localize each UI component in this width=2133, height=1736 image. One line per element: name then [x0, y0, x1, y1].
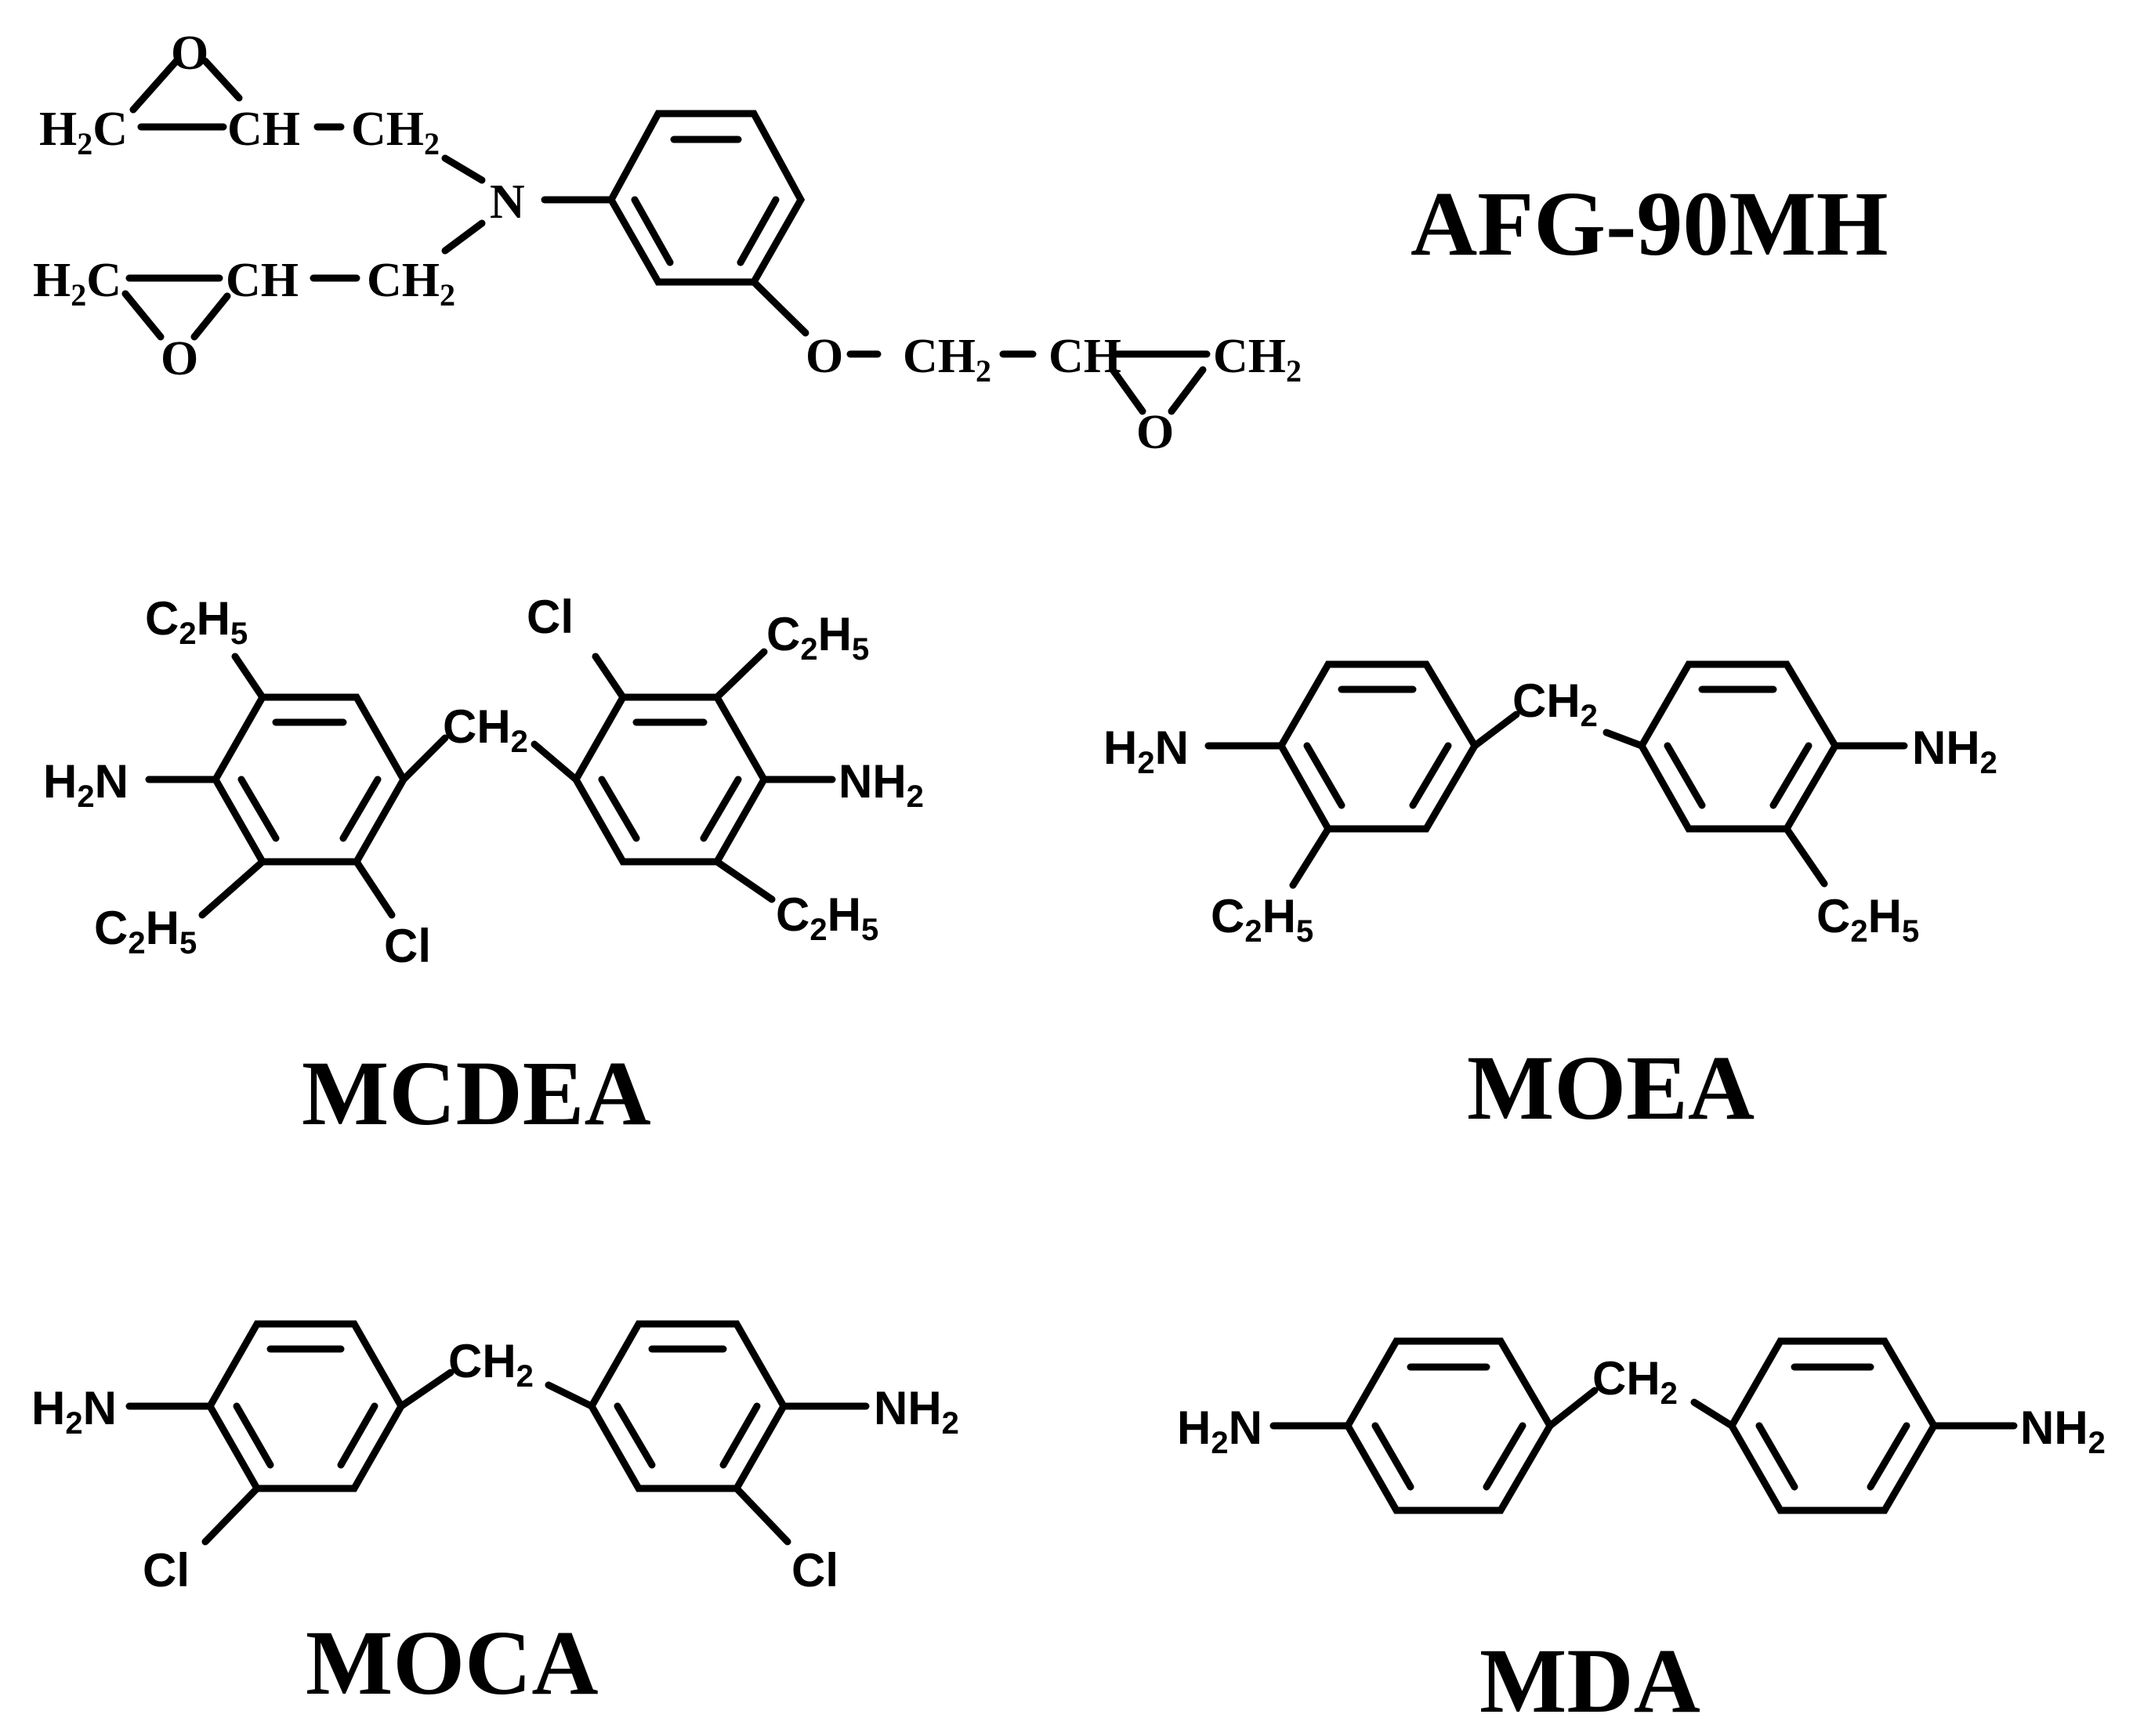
bond [353, 858, 396, 919]
atom-h2c: H2C [39, 103, 128, 161]
moea-structure: H2N CH2 NH2 C2H5 C2H5 [1103, 660, 1997, 949]
bond [201, 1485, 261, 1546]
bond [713, 648, 768, 701]
bond [1769, 742, 1813, 809]
bond [631, 196, 674, 266]
atom-ch: CH [226, 254, 299, 307]
bond [1546, 1387, 1599, 1430]
bond [1483, 1422, 1526, 1491]
bond [1867, 1422, 1910, 1491]
atom-ch2: CH2 [903, 330, 991, 389]
moca-structure: H2N CH2 NH2 Cl Cl [31, 1320, 959, 1597]
atom-cl: Cl [791, 1544, 838, 1597]
atom-ch: CH [227, 103, 300, 156]
bond [231, 653, 266, 701]
group-ch2: CH2 [448, 1335, 534, 1394]
bond [198, 858, 266, 919]
bond [1371, 1422, 1414, 1491]
group-nh2: NH2 [874, 1382, 959, 1441]
group-nh2: NH2 [2020, 1401, 2106, 1460]
bond [121, 290, 165, 341]
bond [1471, 711, 1520, 750]
bond [531, 740, 580, 783]
bond [598, 776, 640, 842]
bond [1755, 1422, 1798, 1491]
atom-h2c: H2C [33, 254, 121, 313]
bond [441, 219, 486, 255]
afg-benzene-ring [607, 110, 806, 286]
atom-o: O [161, 332, 198, 385]
atom-cl: Cl [143, 1544, 190, 1597]
bond [713, 858, 776, 903]
atom-ch2: CH2 [1213, 330, 1302, 389]
bond [700, 776, 742, 842]
bond [397, 1369, 454, 1410]
group-h2n: H2N [31, 1382, 117, 1441]
atom-ch2: CH2 [351, 103, 440, 161]
bond [1409, 742, 1452, 809]
group-h2n: H2N [43, 755, 129, 814]
bond [1664, 742, 1706, 809]
group-ch2: CH2 [1592, 1352, 1678, 1411]
atom-ch: CH [1048, 330, 1121, 383]
group-nh2: NH2 [838, 755, 924, 814]
bond [614, 1402, 656, 1469]
bond [737, 196, 780, 266]
bond [1690, 1398, 1736, 1430]
group-h2n: H2N [1177, 1401, 1262, 1460]
bond [1602, 729, 1646, 750]
group-ch2: CH2 [443, 700, 528, 759]
bond [233, 1402, 274, 1469]
afg-90mh-label: AFG-90MH [1411, 172, 1889, 275]
group-c2h5: C2H5 [94, 902, 197, 960]
atom-o: O [171, 27, 208, 80]
bond [733, 1485, 791, 1546]
group-nh2: NH2 [1912, 722, 1997, 780]
atom-o: O [1136, 406, 1174, 459]
bond [1168, 366, 1207, 415]
bond [441, 154, 486, 184]
bond [750, 278, 809, 337]
bond [339, 776, 382, 842]
group-c2h5: C2H5 [1211, 890, 1313, 949]
group-c2h5: C2H5 [145, 592, 248, 651]
bond [400, 734, 449, 783]
bond [719, 1402, 761, 1469]
atom-ch2: CH2 [367, 254, 455, 313]
bond [129, 57, 180, 114]
bond [1783, 825, 1828, 888]
mcdea-label: MCDEA [302, 1042, 651, 1145]
bond [1303, 742, 1345, 809]
moca-label: MOCA [306, 1611, 599, 1714]
mda-label: MDA [1479, 1629, 1700, 1732]
bond [1109, 366, 1146, 415]
group-c2h5: C2H5 [1816, 890, 1919, 949]
group-c2h5: C2H5 [766, 608, 869, 667]
mda-structure: H2N CH2 NH2 [1177, 1337, 2106, 1514]
bond [237, 776, 280, 842]
bond [337, 1402, 378, 1469]
bond [545, 1381, 596, 1410]
mcdea-structure: C2H5 H2N C2H5 Cl CH2 Cl C2H5 NH2 C2H5 [43, 591, 924, 972]
moea-label: MOEA [1467, 1036, 1755, 1139]
atom-cl: Cl [527, 591, 574, 643]
bond [1289, 825, 1332, 889]
atom-cl: Cl [384, 920, 431, 972]
group-h2n: H2N [1103, 722, 1189, 780]
atom-o: O [806, 330, 843, 383]
afg-90mh-structure: O H2C CH CH2 N H2C CH CH2 O O CH2 CH CH2… [33, 27, 1302, 459]
bond [592, 653, 627, 701]
bond [190, 292, 231, 341]
atom-n: N [490, 175, 525, 229]
group-c2h5: C2H5 [776, 888, 878, 947]
bond [201, 57, 243, 102]
group-ch2: CH2 [1512, 675, 1598, 733]
